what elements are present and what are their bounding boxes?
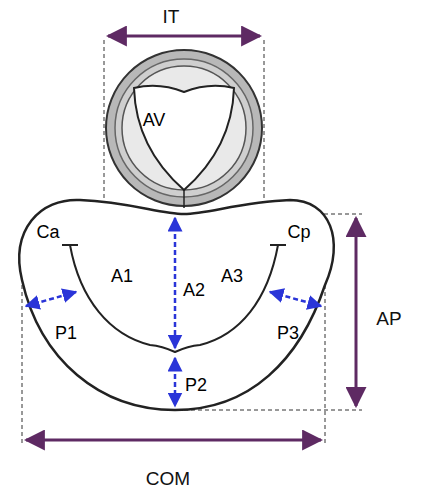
- mitral-annulus: [19, 200, 333, 410]
- scallop-label: P3: [277, 324, 299, 342]
- valve-leaflets: [134, 86, 234, 190]
- scallop-label: A1: [111, 267, 133, 285]
- valve-tip: [183, 190, 185, 208]
- scallop-label: A2: [183, 281, 205, 299]
- aortic-valve: AV: [104, 48, 264, 208]
- valve-outline: [104, 48, 264, 208]
- commissure-label: Cp: [287, 223, 310, 241]
- scallop-label: A3: [221, 267, 243, 285]
- valve-ring: [106, 50, 262, 206]
- commissure-label: Ca: [36, 223, 59, 241]
- dimension-label: AP: [376, 309, 401, 328]
- scallop-label: P2: [185, 376, 207, 394]
- dimension-label: IT: [163, 7, 180, 26]
- dimension-arrows: [26, 36, 356, 440]
- valve-label: AV: [143, 111, 166, 129]
- valve-ring: [115, 59, 253, 197]
- valve-ring: [122, 66, 246, 190]
- dimension-label: COM: [146, 469, 190, 488]
- leaflet-arrows: [26, 218, 321, 406]
- scallop-label: P1: [55, 324, 77, 342]
